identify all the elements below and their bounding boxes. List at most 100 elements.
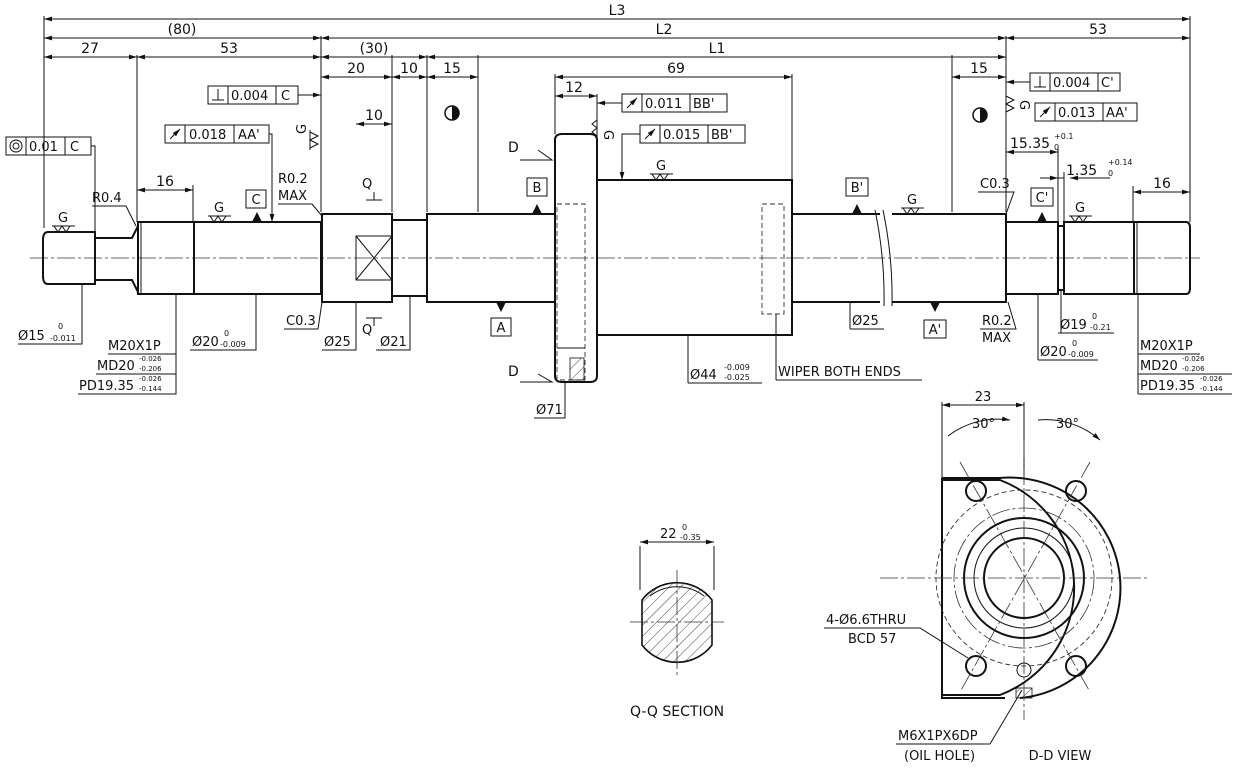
runout-right-datum: AA' bbox=[1106, 106, 1128, 121]
qq-dim-tol-lo: -0.35 bbox=[680, 533, 701, 542]
dim-80: (80) bbox=[168, 22, 197, 38]
datum-c-prime: C' bbox=[1036, 191, 1049, 206]
datum-b: B bbox=[533, 181, 542, 196]
datum-a-prime: A' bbox=[929, 323, 941, 338]
conc-value: 0.01 bbox=[29, 140, 58, 155]
dim-27: 27 bbox=[81, 41, 99, 57]
surface-g-8: G bbox=[1016, 100, 1031, 110]
dim-16-left: 16 bbox=[156, 174, 174, 190]
label-c03-right: C0.3 bbox=[980, 177, 1010, 192]
dim-15-35: 15.35 bbox=[1010, 136, 1050, 152]
label-d-bottom: D bbox=[508, 364, 519, 380]
phi19-tol-up: 0 bbox=[1092, 312, 1097, 321]
dim-16-right: 16 bbox=[1153, 176, 1171, 192]
tolerance-frames: 0.01 C 0.004 C 0.018 AA' 0.011 BB' 0.015… bbox=[5, 72, 1138, 232]
dim-53-left: 53 bbox=[220, 41, 238, 57]
phi19-tol-lo: -0.21 bbox=[1090, 323, 1111, 332]
datum-c: C bbox=[251, 193, 260, 208]
label-m20-right: M20X1P bbox=[1140, 339, 1193, 354]
runout-left-value: 0.018 bbox=[189, 128, 226, 143]
dim-10: 10 bbox=[400, 61, 418, 77]
label-phi25-left: Ø25 bbox=[324, 335, 351, 350]
surface-g-1: G bbox=[58, 211, 68, 226]
label-phi15: Ø15 bbox=[18, 329, 45, 344]
runout-left-datum: AA' bbox=[238, 128, 260, 143]
perp-left-datum: C bbox=[281, 89, 290, 104]
surface-g-7: G bbox=[600, 130, 615, 140]
dd-view-title: D-D VIEW bbox=[1029, 749, 1092, 764]
md20-left-tol-lo: -0.206 bbox=[139, 365, 162, 373]
dim-15-left: 15 bbox=[443, 61, 461, 77]
dim-30: (30) bbox=[360, 41, 389, 57]
dd-bcd: BCD 57 bbox=[848, 632, 896, 647]
pd-right-tol-lo: -0.144 bbox=[1200, 385, 1223, 393]
label-q-top: Q bbox=[362, 177, 372, 192]
runout-bb1-value: 0.011 bbox=[645, 97, 682, 112]
perp-left-value: 0.004 bbox=[231, 89, 268, 104]
surface-g-5: G bbox=[1075, 201, 1085, 216]
dd-oil: M6X1PX6DP bbox=[898, 729, 978, 744]
datum-box-c bbox=[245, 189, 267, 209]
dimension-chains: L3 (80) L2 53 27 53 (30) L1 20 10 15 15 … bbox=[43, 3, 1191, 228]
label-max-right: MAX bbox=[982, 331, 1011, 346]
phi15-tol-up: 0 bbox=[58, 322, 63, 331]
dd-angle-2: 30° bbox=[1056, 417, 1079, 432]
runout-right-value: 0.013 bbox=[1058, 106, 1095, 121]
phi20-left-tol-up: 0 bbox=[224, 329, 229, 338]
md20-right-tol-lo: -0.206 bbox=[1182, 365, 1205, 373]
dim-1-35: 1.35 bbox=[1066, 163, 1097, 179]
datum-a: A bbox=[497, 321, 506, 336]
dd-view: 23 30° 30° 4-Ø6.6THRU BCD 57 M6X1PX6DP (… bbox=[824, 390, 1150, 764]
conc-datum: C bbox=[70, 140, 79, 155]
label-phi19: Ø19 bbox=[1060, 318, 1087, 333]
phi20-left-tol-lo: -0.009 bbox=[220, 340, 246, 349]
dd-angle-1: 30° bbox=[972, 417, 995, 432]
label-pd-right: PD19.35 bbox=[1140, 379, 1195, 394]
phi20-right-tol-up: 0 bbox=[1072, 339, 1077, 348]
surface-g-4: G bbox=[907, 193, 917, 208]
label-d-top: D bbox=[508, 140, 519, 156]
label-max-left: MAX bbox=[278, 189, 307, 204]
dim-L3: L3 bbox=[609, 3, 626, 19]
dim-15-35-tol-up: +0.1 bbox=[1054, 132, 1073, 141]
label-c03-left: C0.3 bbox=[286, 314, 316, 329]
dd-oil-hole: (OIL HOLE) bbox=[904, 749, 975, 764]
datum-symbols: C B A B' A' C' bbox=[245, 105, 1054, 339]
qq-dim: 22 bbox=[660, 527, 677, 542]
label-m20-left: M20X1P bbox=[108, 339, 161, 354]
leader-labels: R0.4 R0.2 MAX C0.3 C0.3 R0.2 MAX Q Q D D… bbox=[18, 140, 1232, 419]
label-phi25-right: Ø25 bbox=[852, 314, 879, 329]
dim-1-35-tol-lo: 0 bbox=[1108, 169, 1113, 178]
qq-dim-tol-up: 0 bbox=[682, 523, 687, 532]
surface-g-2: G bbox=[214, 201, 224, 216]
dim-10-inner: 10 bbox=[365, 108, 383, 124]
dim-12: 12 bbox=[565, 80, 583, 96]
label-r02-right: R0.2 bbox=[982, 314, 1012, 329]
label-phi20-left: Ø20 bbox=[192, 335, 219, 350]
datum-b-prime: B' bbox=[851, 181, 864, 196]
surface-finish-marks: G G G G G G G G bbox=[52, 94, 1092, 233]
perp-right-datum: C' bbox=[1101, 76, 1114, 91]
label-md20-right: MD20 bbox=[1140, 359, 1178, 374]
ball-screw-shaft bbox=[30, 133, 1200, 383]
label-wiper: WIPER BOTH ENDS bbox=[778, 365, 901, 380]
phi15-tol-lo: -0.011 bbox=[50, 334, 76, 343]
phi20-right-tol-lo: -0.009 bbox=[1068, 350, 1094, 359]
label-phi71: Ø71 bbox=[536, 403, 563, 418]
dd-holes: 4-Ø6.6THRU bbox=[826, 613, 906, 628]
label-r04: R0.4 bbox=[92, 191, 122, 206]
label-phi21: Ø21 bbox=[380, 335, 407, 350]
label-phi44: Ø44 bbox=[690, 368, 717, 383]
label-pd-left: PD19.35 bbox=[79, 379, 134, 394]
phi44-tol-lo: -0.025 bbox=[724, 373, 750, 382]
dim-20: 20 bbox=[347, 61, 365, 77]
dim-L1: L1 bbox=[709, 41, 726, 57]
dim-69: 69 bbox=[667, 61, 685, 77]
label-r02-left: R0.2 bbox=[278, 172, 308, 187]
label-q-bottom: Q bbox=[362, 323, 372, 338]
runout-bb1-datum: BB' bbox=[693, 97, 714, 112]
label-md20-left: MD20 bbox=[97, 359, 135, 374]
md20-right-tol-up: -0.026 bbox=[1182, 355, 1205, 363]
pd-left-tol-up: -0.026 bbox=[139, 375, 162, 383]
